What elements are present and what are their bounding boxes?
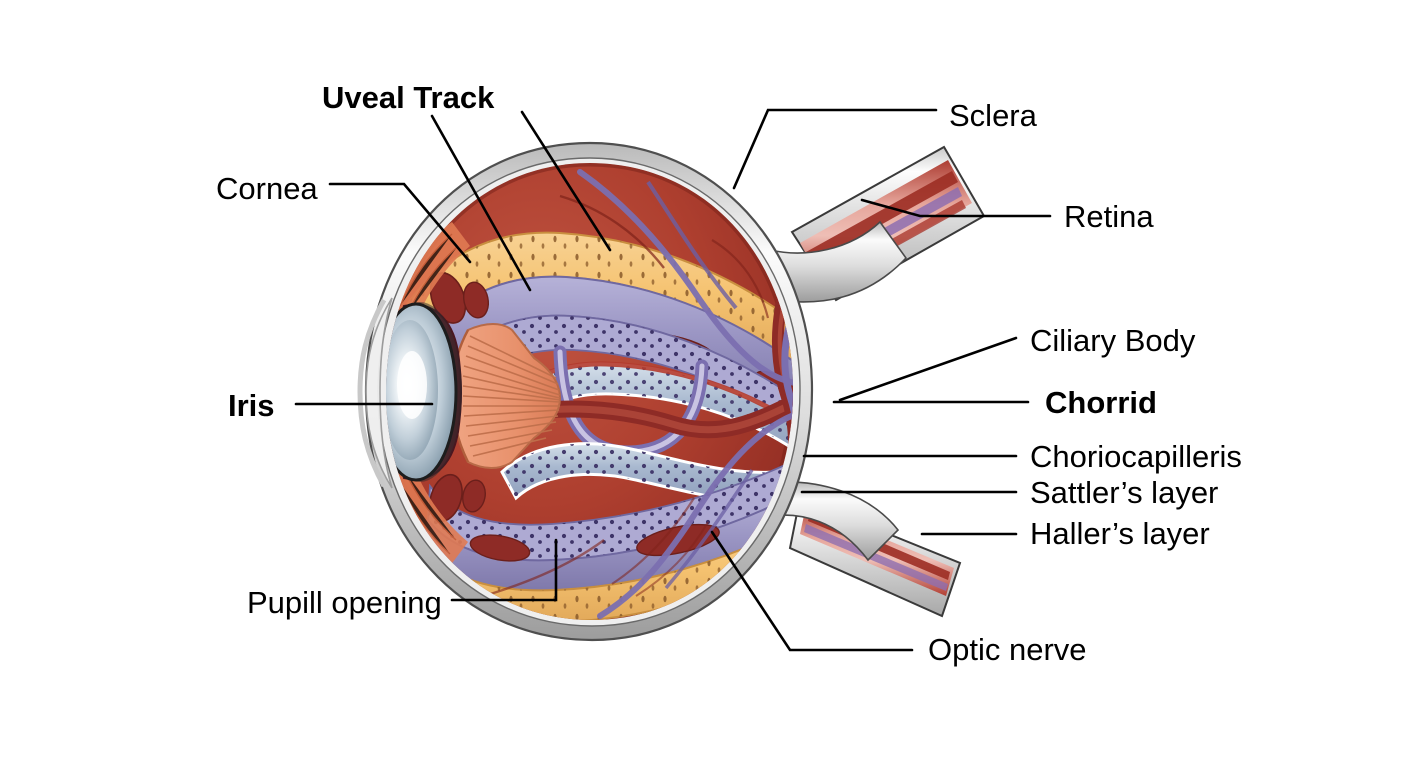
label-iris: Iris	[228, 388, 275, 423]
label-sattlers-layer: Sattler’s layer	[1030, 475, 1219, 510]
leader-lines	[294, 108, 1052, 652]
leader-optic-nerve	[710, 530, 914, 652]
lens	[386, 302, 462, 482]
label-hallers-layer: Haller’s layer	[1030, 516, 1210, 551]
label-optic-nerve: Optic nerve	[928, 632, 1087, 667]
leader-sclera	[732, 108, 938, 190]
leader-uveal-track-2	[520, 110, 612, 252]
leader-retina	[860, 198, 1052, 218]
cornea	[357, 297, 393, 489]
label-uveal-track: Uveal Track	[322, 80, 495, 115]
globe-interior	[386, 163, 793, 620]
label-retina: Retina	[1064, 199, 1154, 234]
leader-uveal-track-1	[430, 114, 532, 292]
label-sclera: Sclera	[949, 98, 1037, 133]
leader-pupill-opening	[450, 538, 558, 602]
label-ciliary-body: Ciliary Body	[1030, 323, 1196, 358]
sclera-nerve-collar	[769, 220, 908, 562]
label-chorrid: Chorrid	[1045, 385, 1157, 420]
label-pupill-opening: Pupill opening	[247, 585, 442, 620]
leader-ciliary-body	[838, 336, 1018, 402]
label-cornea: Cornea	[216, 171, 318, 206]
label-choriocapilleris: Choriocapilleris	[1030, 439, 1242, 474]
leader-cornea	[328, 182, 472, 264]
